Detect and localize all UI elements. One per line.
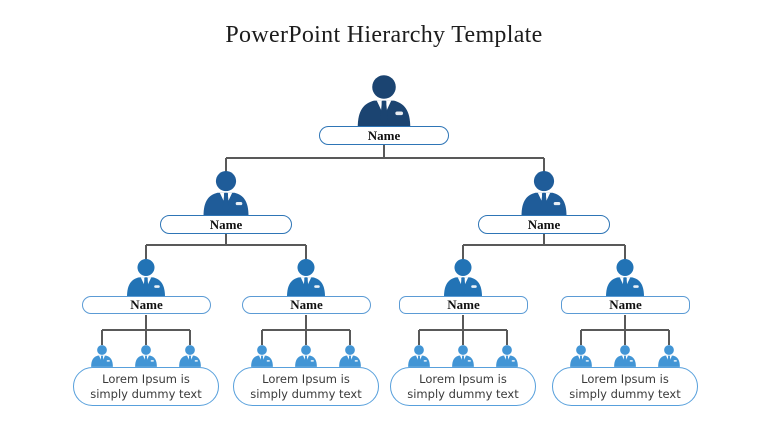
person-icon (604, 259, 646, 297)
manager-name-label: Name (527, 216, 561, 232)
team-text-line1: Lorem Ipsum is (102, 372, 190, 387)
manager-name-pill: Name (478, 215, 610, 234)
lead-name-label: Name (609, 297, 642, 312)
team-text-box: Lorem Ipsum is simply dummy text (552, 367, 698, 406)
mini-person-icon (451, 345, 475, 367)
lead-name-pill: Name (561, 296, 690, 314)
person-icon (285, 259, 327, 297)
team-text-line2: simply dummy text (569, 386, 681, 401)
team-text-box: Lorem Ipsum is simply dummy text (73, 367, 219, 406)
mini-person-icon (134, 345, 158, 367)
root-name-label: Name (367, 127, 401, 143)
person-icon (201, 171, 251, 216)
mini-person-icon (569, 345, 593, 367)
person-icon (125, 259, 167, 297)
lead-name-label: Name (130, 297, 163, 312)
lead-name-pill: Name (242, 296, 371, 314)
mini-person-icon (657, 345, 681, 367)
mini-person-icon (90, 345, 114, 367)
team-text-line1: Lorem Ipsum is (419, 372, 507, 387)
root-name-pill: Name (319, 126, 449, 145)
person-icon (355, 75, 413, 128)
team-text-box: Lorem Ipsum is simply dummy text (390, 367, 536, 406)
lead-name-pill: Name (399, 296, 528, 314)
mini-person-icon (407, 345, 431, 367)
lead-name-label: Name (290, 297, 323, 312)
mini-person-icon (178, 345, 202, 367)
team-text-line2: simply dummy text (90, 386, 202, 401)
person-icon (442, 259, 484, 297)
team-text-box: Lorem Ipsum is simply dummy text (233, 367, 379, 406)
manager-name-pill: Name (160, 215, 292, 234)
mini-person-icon (613, 345, 637, 367)
lead-name-label: Name (447, 297, 480, 312)
team-text-line2: simply dummy text (407, 386, 519, 401)
mini-person-icon (338, 345, 362, 367)
mini-person-icon (294, 345, 318, 367)
lead-name-pill: Name (82, 296, 211, 314)
team-text-line1: Lorem Ipsum is (262, 372, 350, 387)
team-text-line1: Lorem Ipsum is (581, 372, 669, 387)
manager-name-label: Name (209, 216, 243, 232)
mini-person-icon (250, 345, 274, 367)
team-text-line2: simply dummy text (250, 386, 362, 401)
mini-person-icon (495, 345, 519, 367)
page-title: PowerPoint Hierarchy Template (225, 22, 543, 48)
person-icon (519, 171, 569, 216)
